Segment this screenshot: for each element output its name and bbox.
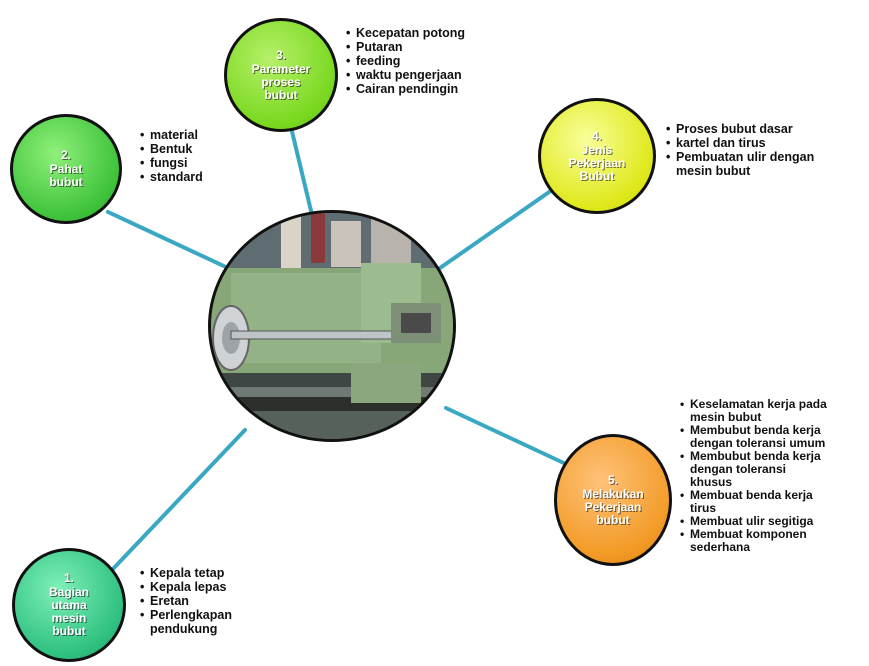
node-pahat-bubut: 2. Pahat bubut (10, 114, 122, 224)
lathe-illustration (211, 213, 453, 439)
list-item: Bentuk (140, 142, 203, 156)
connector-node-2 (106, 210, 230, 270)
node-3-items: Kecepatan potong Putaran feeding waktu p… (346, 26, 465, 96)
node-title: Melakukan Pekerjaan bubut (582, 486, 644, 527)
list-item: feeding (346, 54, 465, 68)
node-1-items: Kepala tetap Kepala lepas Eretan Perleng… (140, 566, 232, 636)
list-item: fungsi (140, 156, 203, 170)
list-item: kartel dan tirus (666, 136, 814, 150)
list-item: Kepala lepas (140, 580, 232, 594)
node-number: 3. (275, 47, 286, 62)
node-number: 5. (607, 472, 618, 487)
list-item: Kepala tetap (140, 566, 232, 580)
connector-node-5 (444, 406, 570, 467)
node-melakukan-pekerjaan: 5. Melakukan Pekerjaan bubut (554, 434, 672, 566)
connector-node-3 (288, 121, 314, 217)
list-item: Membuat benda kerja tirus (680, 489, 827, 515)
node-title: Jenis Pekerjaan Bubut (568, 142, 626, 183)
lathe-machine-photo (208, 210, 456, 442)
list-item: material (140, 128, 203, 142)
node-title: Pahat bubut (49, 162, 83, 189)
list-item: waktu pengerjaan (346, 68, 465, 82)
list-item: Kecepatan potong (346, 26, 465, 40)
node-number: 2. (60, 148, 71, 162)
node-number: 4. (591, 128, 602, 143)
list-item: Keselamatan kerja pada mesin bubut (680, 398, 827, 424)
node-parameter-proses: 3. Parameter proses bubut (224, 18, 338, 132)
list-item: Membuat komponen sederhana (680, 528, 827, 554)
list-item: Pembuatan ulir dengan mesin bubut (666, 150, 814, 178)
node-5-items: Keselamatan kerja pada mesin bubut Membu… (680, 398, 827, 554)
list-item: Proses bubut dasar (666, 122, 814, 136)
node-title: Parameter proses bubut (251, 61, 311, 102)
node-title: Bagian utama mesin bubut (48, 585, 89, 638)
node-bagian-utama: 1. Bagian utama mesin bubut (12, 548, 126, 662)
connector-node-4 (438, 188, 554, 270)
connector-node-1 (110, 428, 247, 572)
node-4-items: Proses bubut dasar kartel dan tirus Pemb… (666, 122, 814, 178)
node-2-items: material Bentuk fungsi standard (140, 128, 203, 184)
node-number: 1. (63, 571, 74, 585)
list-item: Membuat ulir segitiga (680, 515, 827, 529)
list-item: Cairan pendingin (346, 82, 465, 96)
node-jenis-pekerjaan: 4. Jenis Pekerjaan Bubut (538, 98, 656, 214)
list-item: standard (140, 170, 203, 184)
list-item: Eretan (140, 594, 232, 608)
list-item: Perlengkapan pendukung (140, 608, 232, 636)
list-item: Membubut benda kerja dengan toleransi kh… (680, 450, 827, 489)
list-item: Membubut benda kerja dengan toleransi um… (680, 424, 827, 450)
list-item: Putaran (346, 40, 465, 54)
